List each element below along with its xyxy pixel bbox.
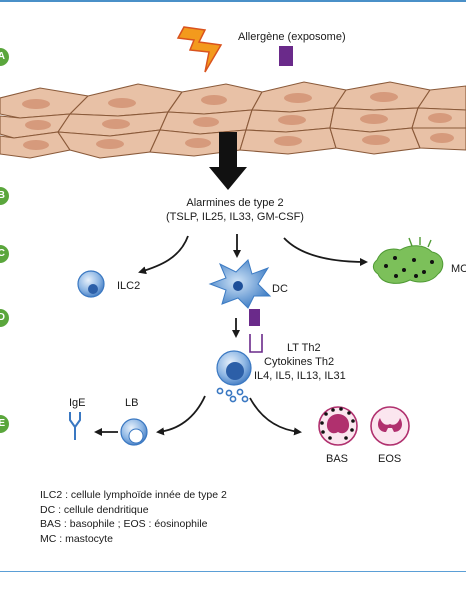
step-marker-a: A xyxy=(0,48,9,66)
step-marker-b: B xyxy=(0,187,9,205)
step-marker-c: C xyxy=(0,245,9,263)
mc-label: MC xyxy=(451,263,466,275)
legend-mc: MC : mastocyte xyxy=(40,532,113,545)
arrow-to-ilc2 xyxy=(138,235,189,275)
cytokines-title: Cytokines Th2 xyxy=(264,356,335,368)
legend-dc: DC : cellule dendritique xyxy=(40,503,149,516)
ige-antibody-icon xyxy=(69,412,81,440)
tcr-receptor xyxy=(249,334,263,353)
allergen-square xyxy=(279,46,293,66)
arrow-to-mc xyxy=(283,237,368,266)
top-border xyxy=(0,0,466,2)
lightning-icon xyxy=(176,26,223,73)
legend-bas-eos: BAS : basophile ; EOS : éosinophile xyxy=(40,518,208,530)
cytokines-list: IL4, IL5, IL13, IL31 xyxy=(254,370,346,382)
arrow-to-granulocytes xyxy=(249,397,302,436)
eosinophil-cell xyxy=(370,406,410,446)
antigen-square xyxy=(249,309,260,326)
ilc2-label: ILC2 xyxy=(117,280,141,292)
ige-label: IgE xyxy=(69,397,86,409)
bas-label: BAS xyxy=(326,453,349,465)
bottom-border xyxy=(0,571,466,572)
dendritic-cell xyxy=(208,259,272,309)
big-down-arrow xyxy=(209,132,247,190)
dc-label: DC xyxy=(272,283,288,295)
basophil-cell xyxy=(318,406,358,446)
eos-label: EOS xyxy=(378,453,402,465)
lb-label: LB xyxy=(125,397,139,409)
legend: ILC2 : cellule lymphoïde innée de type 2… xyxy=(40,488,227,546)
mast-cell xyxy=(372,237,444,284)
lt-th2-label: LT Th2 xyxy=(287,342,321,354)
lt-th2-cell xyxy=(216,350,252,386)
step-marker-e: E xyxy=(0,415,9,433)
arrow-to-lb xyxy=(156,395,206,436)
allergen-label: Allergène (exposome) xyxy=(238,31,346,43)
alarmins-title: Alarmines de type 2 xyxy=(186,197,284,209)
epithelium-nuclei xyxy=(22,92,454,150)
step-marker-d: D xyxy=(0,309,9,327)
legend-ilc2: ILC2 : cellule lymphoïde innée de type 2 xyxy=(40,489,227,501)
alarmins-list: (TSLP, IL25, IL33, GM-CSF) xyxy=(166,211,304,223)
lb-cell xyxy=(120,418,148,446)
cytokine-dots xyxy=(216,387,249,403)
ilc2-cell xyxy=(77,270,105,298)
